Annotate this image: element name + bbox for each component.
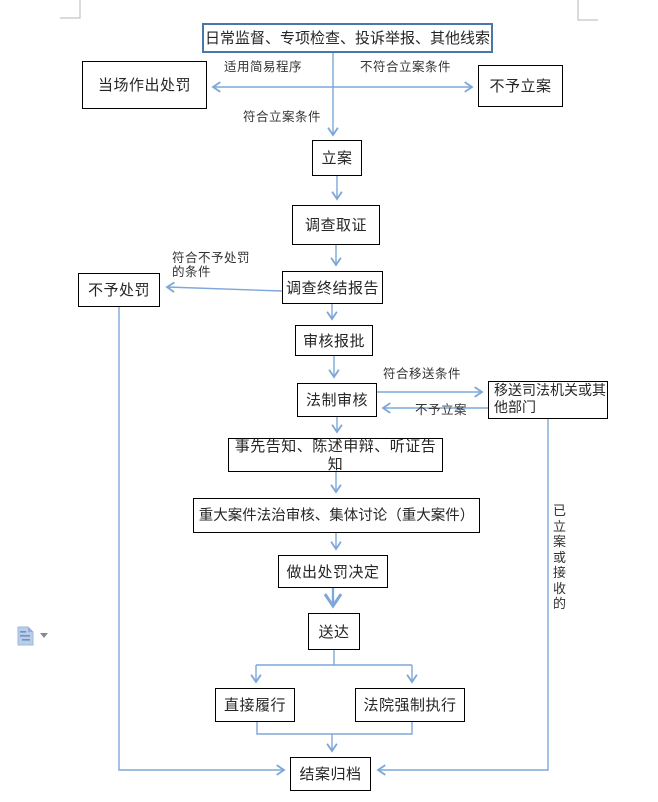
node-review-approval: 审核报批 — [295, 325, 373, 356]
node-case-filing: 立案 — [312, 140, 362, 176]
node-legal-review: 法制审核 — [297, 383, 377, 417]
node-onsite-penalty: 当场作出处罚 — [82, 61, 207, 109]
node-transfer-judicial: 移送司法机关或其他部门 — [488, 381, 608, 419]
node-major-case-review: 重大案件法治审核、集体讨论（重大案件） — [193, 498, 480, 533]
node-service-delivery: 送达 — [308, 613, 360, 650]
page-corner-marks — [60, 0, 598, 21]
node-no-filing: 不予立案 — [478, 65, 563, 107]
dropdown-arrow-icon[interactable] — [40, 633, 48, 638]
node-direct-performance: 直接履行 — [215, 688, 295, 722]
edge-label-not-meet-filing: 不符合立案条件 — [360, 59, 452, 74]
node-case-closing: 结案归档 — [290, 757, 371, 791]
node-prior-notice: 事先告知、陈述申辩、听证告知 — [228, 437, 443, 473]
edge-label-filed-or-received: 已立案或接收的 — [552, 504, 566, 612]
edge-label-meet-transfer: 符合移送条件 — [383, 366, 462, 381]
edge-label-transfer-no-filing: 不予立案 — [415, 402, 468, 417]
document-icon[interactable] — [17, 626, 34, 646]
node-court-enforcement: 法院强制执行 — [355, 688, 465, 722]
node-penalty-decision: 做出处罚决定 — [278, 555, 388, 588]
node-investigation: 调查取证 — [292, 205, 380, 245]
edge-label-meet-no-penalty: 符合不予处罚 的条件 — [172, 250, 251, 279]
margin-annotation-widget[interactable] — [17, 626, 48, 646]
edge-label-meet-filing: 符合立案条件 — [243, 109, 322, 124]
node-no-penalty: 不予处罚 — [78, 273, 160, 307]
edge-label-simple-procedure: 适用简易程序 — [224, 59, 303, 74]
node-final-report: 调查终结报告 — [282, 271, 383, 304]
node-sources: 日常监督、专项检查、投诉举报、其他线索 — [202, 23, 493, 53]
arrow-lines — [118, 52, 549, 776]
